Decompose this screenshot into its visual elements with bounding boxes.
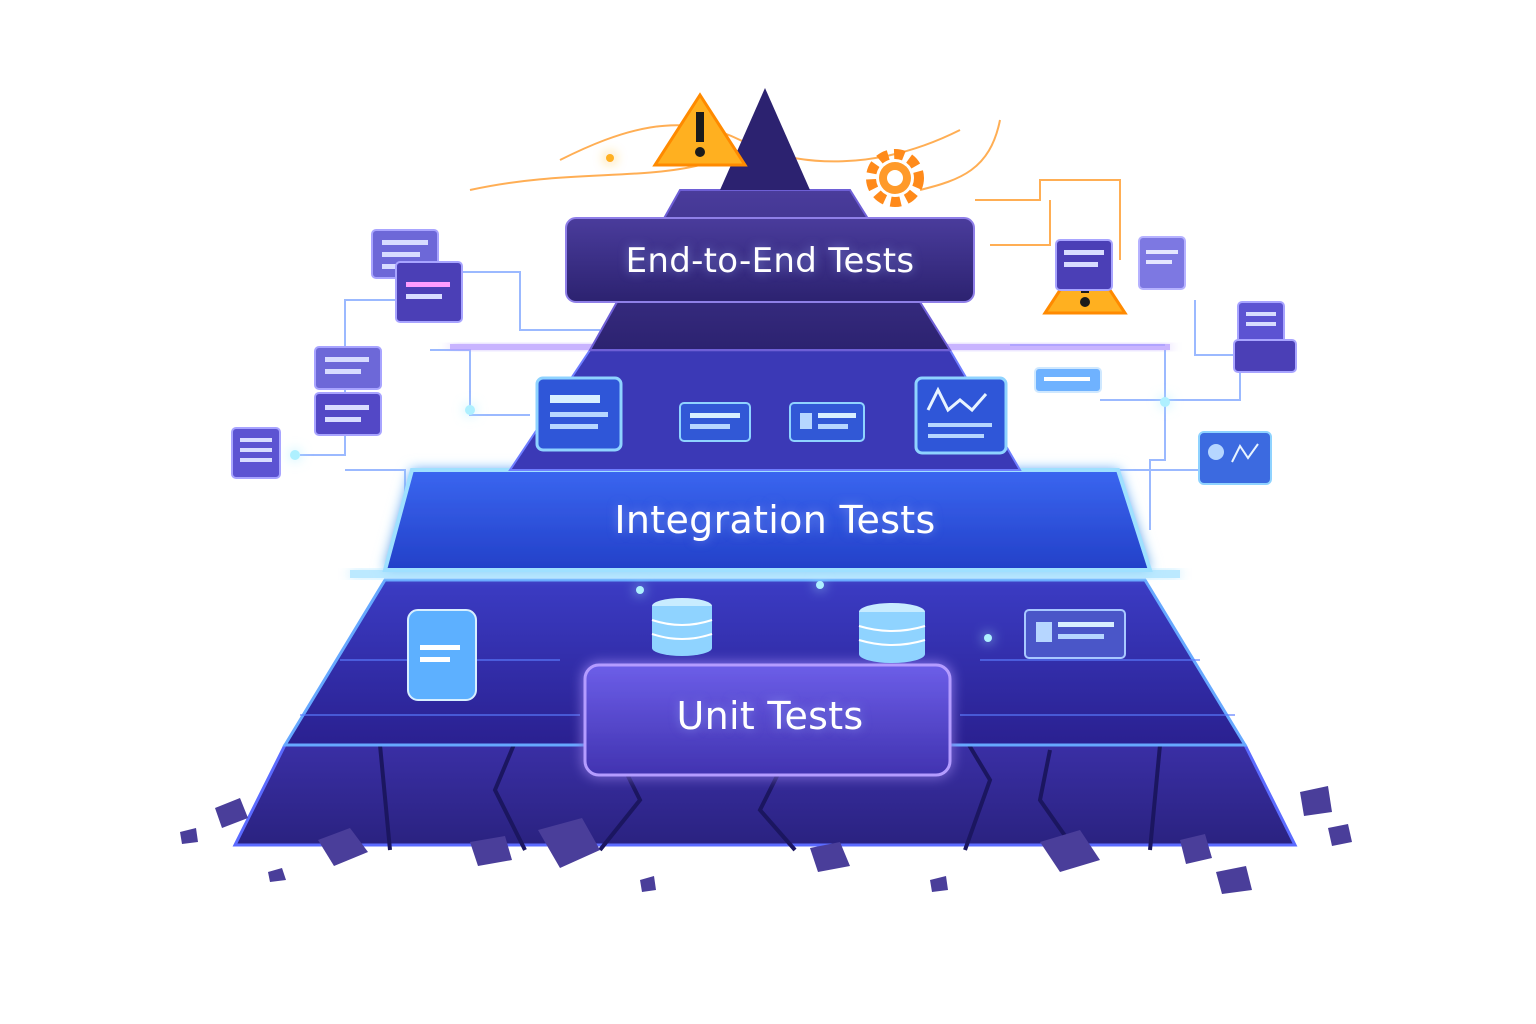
document-icon (395, 261, 463, 323)
document-icon (789, 402, 865, 442)
chart-icon (1198, 431, 1272, 485)
document-icon (231, 427, 281, 479)
integration-tests-label: Integration Tests (614, 498, 936, 542)
database-icon (858, 603, 926, 663)
document-icon (1024, 609, 1126, 659)
e2e-tests-label: End-to-End Tests (625, 241, 915, 281)
pyramid-apex (720, 88, 810, 190)
circuit-node (290, 154, 1170, 642)
foundation-cracks (378, 728, 1162, 852)
document-icon (1237, 301, 1285, 345)
database-icon (407, 609, 477, 701)
unit-tier (282, 578, 1248, 747)
document-icon (1138, 236, 1186, 290)
gear-icon (866, 149, 924, 207)
document-icon (1055, 239, 1113, 291)
document-icon (1233, 339, 1297, 373)
document-icon (314, 346, 382, 390)
integration-divider (350, 570, 1180, 578)
unit-tests-label: Unit Tests (676, 694, 864, 738)
document-icon (679, 402, 751, 442)
document-icon (314, 392, 382, 436)
warning-icon (652, 92, 748, 167)
document-icon (1034, 367, 1102, 393)
database-icon (651, 598, 713, 656)
chart-icon (914, 376, 1008, 455)
unit-tests-card (583, 663, 952, 777)
document-icon (535, 376, 623, 452)
rubble (180, 786, 1352, 894)
e2e-tests-card (565, 217, 975, 303)
